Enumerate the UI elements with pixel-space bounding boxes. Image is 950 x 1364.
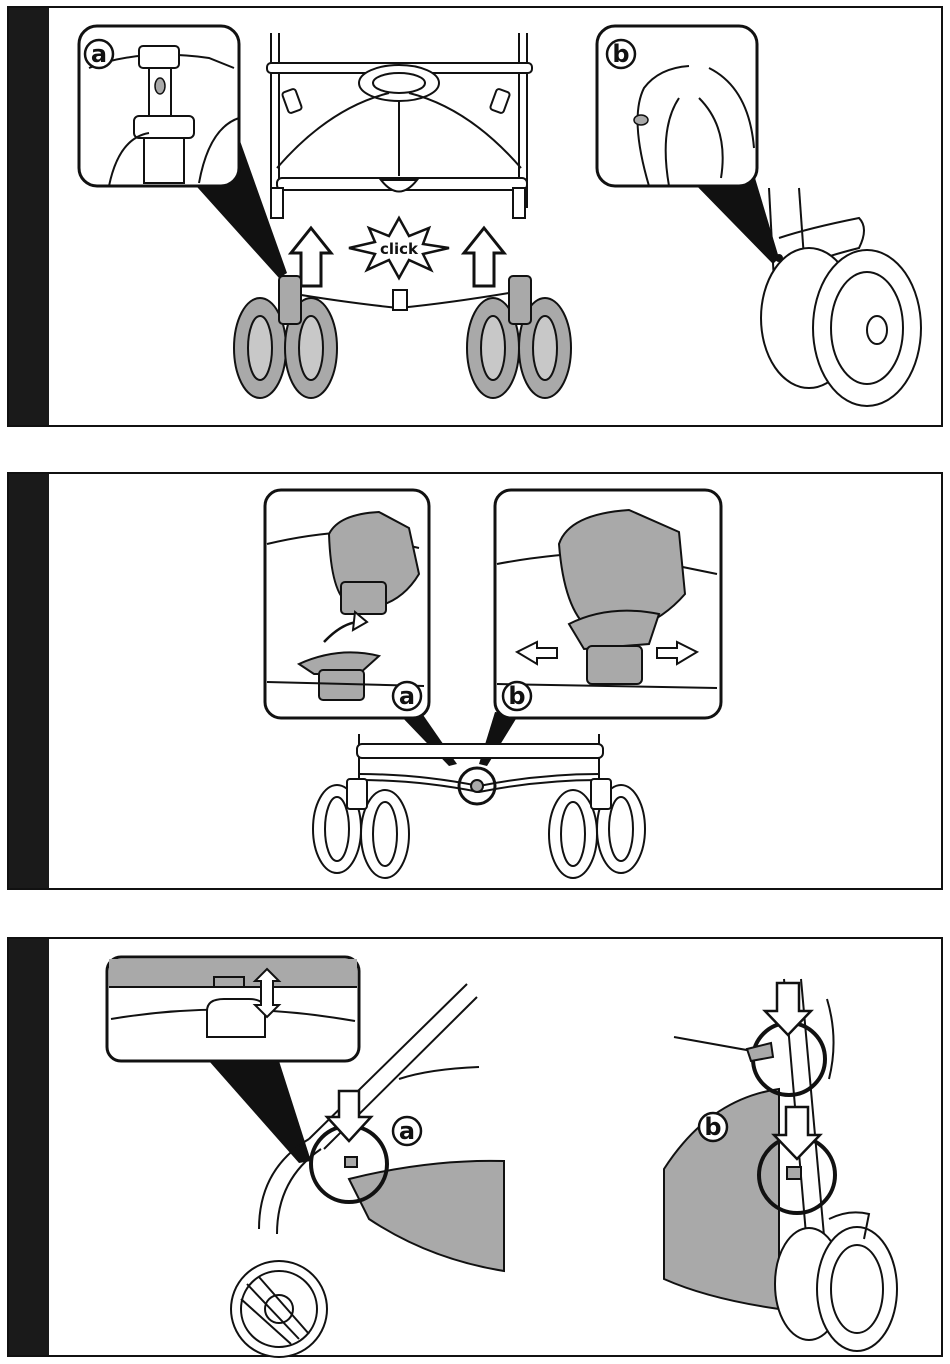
detail-callout-b: b [495, 490, 721, 718]
callout-b-label: b [704, 1113, 721, 1141]
click-label: click [380, 240, 419, 258]
step-panel-1: a c [7, 6, 943, 427]
detail-callout-a: a [265, 490, 429, 718]
callout-a-label: a [399, 1117, 415, 1145]
callout-b-label: b [508, 682, 525, 710]
callout-b-label: b [612, 40, 629, 68]
detail-callout-a: a [79, 26, 287, 278]
front-wheel-attach-illustration: a c [9, 8, 945, 429]
detail-callout-a-inset [107, 957, 359, 1163]
stroller-frame [267, 33, 532, 218]
click-burst-icon: click [349, 218, 449, 278]
callout-a-label: a [91, 40, 107, 68]
front-wheel-assembly [313, 734, 645, 878]
front-wheel-assembly [234, 276, 571, 398]
step-panel-3: a b [7, 937, 943, 1357]
step-panel-2: a b [7, 472, 943, 890]
side-wheel-illustration [761, 188, 921, 406]
up-arrow-right-icon [464, 228, 504, 286]
rear-frame-right [664, 979, 897, 1351]
brake-bar-attach-illustration: a b [9, 474, 945, 892]
callout-a-label: a [399, 682, 415, 710]
seat-lock-check-illustration: a b [9, 939, 945, 1359]
detail-callout-b: b [597, 26, 779, 264]
